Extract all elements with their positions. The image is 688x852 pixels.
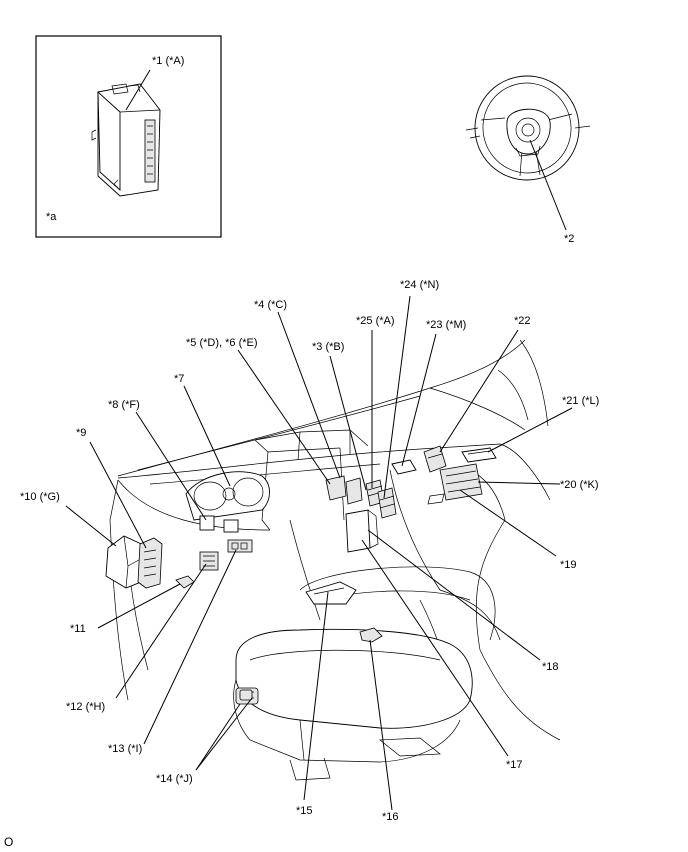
callout-17: *17 <box>506 759 523 771</box>
steering-wheel-illustration <box>465 75 591 181</box>
leader-lines <box>65 295 573 811</box>
callout-13: *13 (*I) <box>108 743 142 755</box>
callout-16: *16 <box>382 811 399 823</box>
callout-11: *11 <box>70 623 86 635</box>
instrument-cluster-illustration <box>185 471 270 521</box>
callout-14: *14 (*J) <box>156 773 193 785</box>
callout-22: *22 <box>514 315 531 327</box>
inset-box: *1 (*A) *a <box>35 35 222 238</box>
driver-seat-illustration <box>233 566 496 781</box>
inset-label-a: *a <box>46 211 57 223</box>
component-parts <box>105 445 497 701</box>
callout-4: *4 (*C) <box>254 299 287 311</box>
callout-9: *9 <box>76 427 86 439</box>
callout-1: *1 (*A) <box>152 55 184 67</box>
callout-19: *19 <box>560 559 577 571</box>
callout-21: *21 (*L) <box>562 395 599 407</box>
callout-5-6: *5 (*D), *6 (*E) <box>186 337 258 349</box>
callout-labels: *24 (*N) *4 (*C) *25 (*A) *23 (*M) *22 *… <box>20 279 599 823</box>
callout-7: *7 <box>174 373 184 385</box>
callout-20: *20 (*K) <box>560 479 599 491</box>
callout-23: *23 (*M) <box>426 319 466 331</box>
callout-8: *8 (*F) <box>108 399 140 411</box>
callout-10: *10 (*G) <box>20 491 60 503</box>
callout-12: *12 (*H) <box>66 701 105 713</box>
callout-2: *2 <box>564 233 574 245</box>
callout-15: *15 <box>296 805 313 817</box>
callout-25: *25 (*A) <box>356 315 395 327</box>
ecu-module-illustration <box>91 83 161 197</box>
footer-code: O <box>4 835 13 849</box>
callout-24: *24 (*N) <box>400 279 439 291</box>
callout-3: *3 (*B) <box>312 341 344 353</box>
callout-18: *18 <box>542 661 559 673</box>
